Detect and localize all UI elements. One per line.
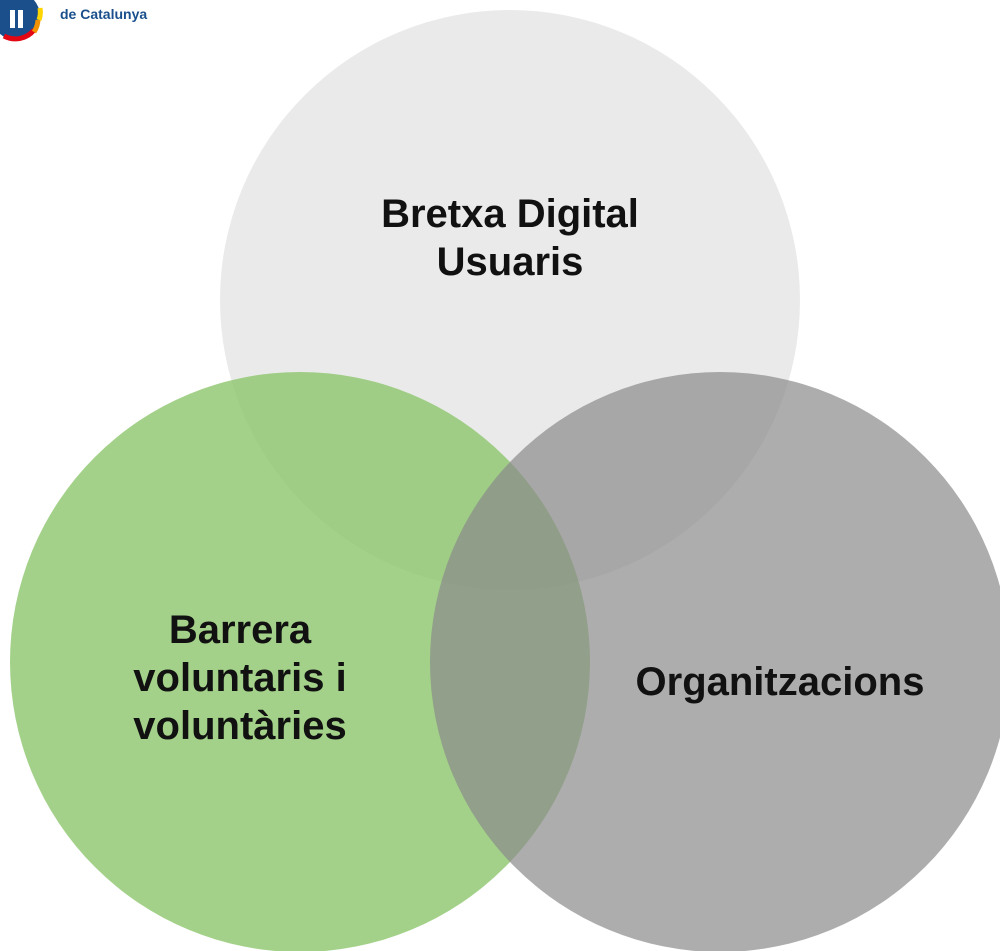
venn-label-right-line: Organitzacions — [635, 660, 925, 704]
venn-label-top: Bretxa Digital Usuaris — [310, 190, 710, 286]
venn-label-top-line: Bretxa Digital — [381, 192, 639, 236]
venn-circle-right — [430, 372, 1000, 951]
venn-circle-left — [10, 372, 590, 951]
venn-label-top-line: Usuaris — [436, 240, 584, 284]
venn-label-left: Barrera voluntaris i voluntàries — [60, 606, 420, 750]
venn-label-right: Organitzacions — [590, 658, 970, 706]
venn-label-left-line: voluntaris i — [133, 656, 347, 700]
venn-label-left-line: voluntàries — [133, 704, 347, 748]
logo-text: de Catalunya — [60, 6, 148, 22]
logo-icon — [0, 0, 43, 42]
venn-label-left-line: Barrera — [168, 608, 312, 652]
logo: de Catalunya — [0, 0, 254, 42]
